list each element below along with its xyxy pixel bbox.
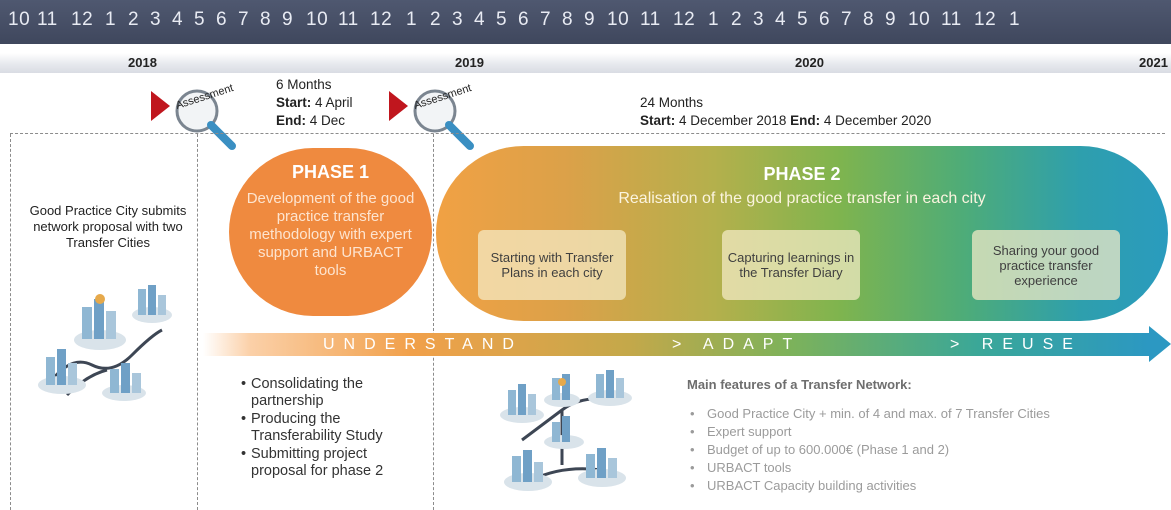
list-item: URBACT Capacity building activities bbox=[690, 477, 1050, 495]
year-label-2020: 2020 bbox=[795, 55, 824, 70]
month-label: 4 bbox=[474, 9, 486, 30]
arrowhead-icon bbox=[1149, 326, 1171, 362]
phase2-end-label: End: bbox=[790, 113, 821, 128]
month-label: 1 bbox=[708, 9, 720, 30]
month-label: 6 bbox=[216, 9, 228, 30]
phase1-end-label: End: bbox=[276, 113, 306, 128]
month-label: 4 bbox=[775, 9, 787, 30]
phase1-start-label: Start: bbox=[276, 95, 312, 110]
list-item: URBACT tools bbox=[690, 459, 1050, 477]
phase2-end-value: 4 December 2020 bbox=[823, 113, 932, 128]
phase2-duration: 24 Months bbox=[640, 95, 704, 110]
phase1-end-value: 4 Dec bbox=[309, 113, 346, 128]
phase2-start-label: Start: bbox=[640, 113, 676, 128]
month-label: 2 bbox=[731, 9, 743, 30]
month-label: 2 bbox=[128, 9, 140, 30]
phase2-step-box: Starting with Transfer Plans in each cit… bbox=[478, 230, 626, 300]
month-label: 11 bbox=[37, 9, 58, 30]
month-label: 11 bbox=[338, 9, 359, 30]
month-timeline-bar: 10 11 12 1 2 3 4 5 6 7 8 9 10 11 12 1 2 … bbox=[0, 0, 1171, 44]
flag-icon bbox=[151, 91, 170, 121]
phase2-duration-info: 24 Months Start: 4 December 2018 End: 4 … bbox=[640, 94, 931, 130]
phase2-start-value: 4 December 2018 bbox=[679, 113, 787, 128]
month-label: 12 bbox=[974, 9, 997, 30]
month-label: 1 bbox=[1009, 9, 1021, 30]
list-item: Producing the Transferability Study bbox=[241, 411, 421, 445]
month-label: 8 bbox=[863, 9, 875, 30]
main-features-list: Good Practice City + min. of 4 and max. … bbox=[690, 405, 1050, 495]
dashed-divider bbox=[10, 133, 1165, 134]
month-label: 11 bbox=[941, 9, 962, 30]
phase2-pill: PHASE 2 Realisation of the good practice… bbox=[436, 146, 1168, 321]
month-label: 5 bbox=[194, 9, 206, 30]
month-label: 5 bbox=[797, 9, 809, 30]
phase1-title: PHASE 1 bbox=[291, 162, 370, 182]
month-label: 7 bbox=[238, 9, 250, 30]
city-cluster-illustration bbox=[38, 285, 172, 401]
list-item: Expert support bbox=[690, 423, 1050, 441]
magnifier-icon bbox=[413, 89, 474, 150]
phase1-duration: 6 Months bbox=[276, 77, 332, 92]
arrow-reuse-label: > REUSE bbox=[950, 336, 1082, 353]
month-label: 6 bbox=[518, 9, 530, 30]
month-label: 8 bbox=[260, 9, 272, 30]
month-label: 3 bbox=[150, 9, 162, 30]
month-label: 9 bbox=[584, 9, 596, 30]
month-label: 7 bbox=[540, 9, 552, 30]
main-features-title: Main features of a Transfer Network: bbox=[687, 377, 912, 392]
dashed-divider bbox=[433, 134, 434, 510]
phase1-duration-info: 6 Months Start: 4 April End: 4 Dec bbox=[276, 76, 353, 130]
city-cluster-illustration bbox=[500, 370, 632, 491]
dashed-divider bbox=[10, 134, 11, 510]
phase2-step-box: Capturing learnings in the Transfer Diar… bbox=[722, 230, 860, 300]
flag-icon bbox=[389, 91, 408, 121]
month-label: 10 bbox=[306, 9, 329, 30]
month-label: 3 bbox=[452, 9, 464, 30]
year-label-2018: 2018 bbox=[128, 55, 157, 70]
list-item: Good Practice City + min. of 4 and max. … bbox=[690, 405, 1050, 423]
month-label: 5 bbox=[496, 9, 508, 30]
progress-arrow bbox=[203, 333, 1149, 356]
month-label: 1 bbox=[406, 9, 418, 30]
month-label: 12 bbox=[71, 9, 94, 30]
good-practice-city-text: Good Practice City submits network propo… bbox=[29, 203, 187, 250]
month-label: 10 bbox=[908, 9, 931, 30]
month-label: 10 bbox=[607, 9, 630, 30]
month-label: 12 bbox=[370, 9, 393, 30]
list-item: Consolidating the partnership bbox=[241, 376, 401, 410]
month-label: 7 bbox=[841, 9, 853, 30]
month-label: 11 bbox=[640, 9, 661, 30]
arrow-adapt-label: > ADAPT bbox=[672, 336, 802, 353]
month-label: 9 bbox=[885, 9, 897, 30]
month-label: 6 bbox=[819, 9, 831, 30]
phase1-description: Development of the good practice transfe… bbox=[246, 190, 415, 279]
phase2-step-box: Sharing your good practice transfer expe… bbox=[972, 230, 1120, 300]
month-label: 12 bbox=[673, 9, 696, 30]
phase2-subtitle: Realisation of the good practice transfe… bbox=[618, 190, 986, 207]
year-label-2021: 2021 bbox=[1139, 55, 1168, 70]
phase1-bullet-list: Consolidating the partnership Producing … bbox=[241, 376, 421, 480]
list-item: Submitting project proposal for phase 2 bbox=[241, 446, 411, 480]
month-label: 8 bbox=[562, 9, 574, 30]
phase2-title: PHASE 2 bbox=[763, 164, 841, 184]
month-label: 2 bbox=[430, 9, 442, 30]
month-label: 1 bbox=[105, 9, 117, 30]
list-item: Budget of up to 600.000€ (Phase 1 and 2) bbox=[690, 441, 1050, 459]
arrow-understand-label: UNDERSTAND bbox=[323, 336, 523, 353]
phase1-pill: PHASE 1 Development of the good practice… bbox=[229, 148, 432, 316]
dashed-divider bbox=[197, 134, 198, 510]
month-label: 4 bbox=[172, 9, 184, 30]
magnifier-icon bbox=[175, 89, 236, 150]
month-label: 3 bbox=[753, 9, 765, 30]
month-label: 9 bbox=[282, 9, 294, 30]
year-band bbox=[0, 53, 1171, 73]
phase1-start-value: 4 April bbox=[315, 95, 353, 110]
month-label: 10 bbox=[8, 9, 31, 30]
year-label-2019: 2019 bbox=[455, 55, 484, 70]
